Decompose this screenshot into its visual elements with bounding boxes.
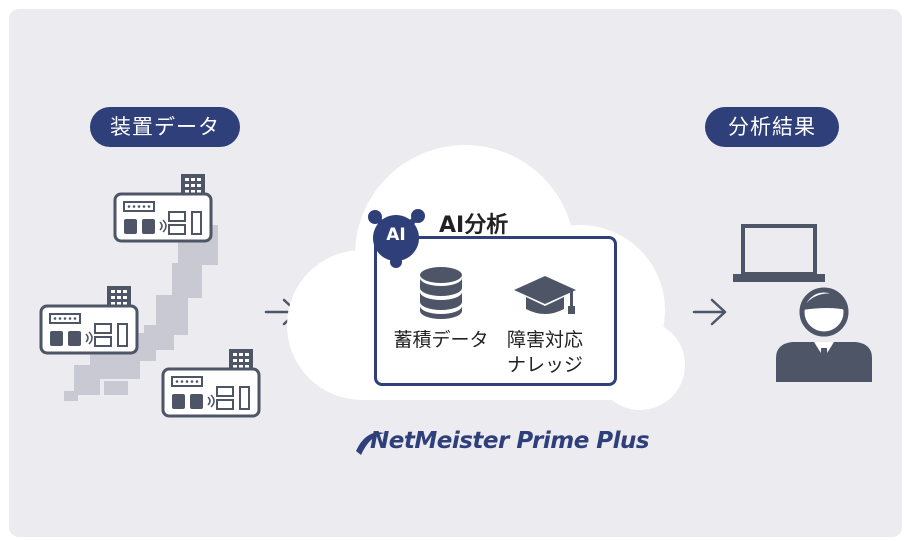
graduation-cap-icon	[514, 276, 576, 314]
router-device-icon	[39, 304, 139, 355]
accumulated-data-label: 蓄積データ	[393, 329, 489, 351]
ai-analysis-title: AI分析	[439, 213, 509, 238]
ai-badge-icon	[368, 209, 425, 268]
arrow-right-icon	[692, 298, 727, 326]
person-icon	[776, 287, 872, 382]
database-icon	[420, 267, 462, 319]
knowledge-label-line1: 障害対応	[506, 329, 583, 351]
laptop-icon	[733, 224, 825, 282]
analysis-box	[374, 236, 617, 386]
router-device-icon	[161, 367, 261, 418]
device-unit-1	[113, 174, 213, 243]
brand-swoosh-icon	[356, 432, 385, 455]
device-data-label: 装置データ	[90, 107, 240, 147]
brand-logo-text: NetMeister Prime Plus	[370, 428, 650, 454]
knowledge-label-line2: ナレッジ	[506, 354, 583, 376]
router-device-icon	[113, 192, 213, 243]
device-unit-2	[39, 286, 139, 355]
ai-badge-text: AI	[386, 225, 406, 245]
cloud-shape	[287, 145, 685, 410]
device-unit-3	[161, 349, 261, 418]
analysis-result-label: 分析結果	[705, 107, 839, 147]
